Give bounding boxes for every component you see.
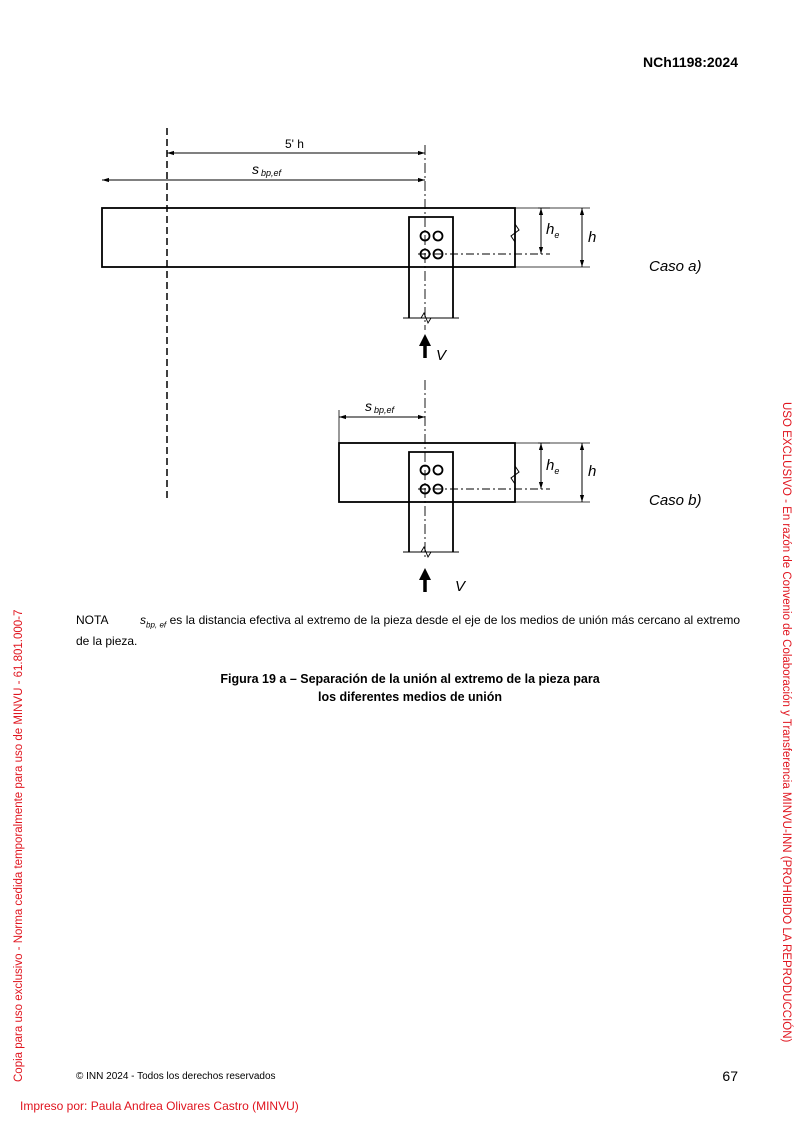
fastener <box>432 248 444 260</box>
figure-note: NOTA sbp, ef es la distancia efectiva al … <box>76 612 740 650</box>
caption-line-1: Figura 19 a – Separación de la unión al … <box>220 672 600 686</box>
caso-b-label: Caso b) <box>649 492 702 509</box>
note-label: NOTA <box>76 613 109 627</box>
fastener <box>432 230 444 242</box>
break-mark-b <box>510 465 520 485</box>
load-arrow-a <box>419 334 431 346</box>
vertical-member-top-a <box>408 216 454 267</box>
page-number: 67 <box>722 1068 738 1084</box>
he-label-a: he <box>546 221 559 240</box>
note-symbol: sbp, ef <box>140 613 167 630</box>
fastener <box>419 230 431 242</box>
break-mark-a <box>510 223 520 243</box>
h-label-a: h <box>588 229 596 246</box>
main-beam-a <box>101 207 516 268</box>
caption-line-2: los diferentes medios de unión <box>317 690 503 704</box>
fastener <box>419 464 431 476</box>
he-label-b: he <box>546 457 559 476</box>
v-label-a: V <box>436 347 448 364</box>
main-beam-b <box>338 442 516 503</box>
v-label-b: V <box>455 578 467 595</box>
dim-5h-label: 5' h <box>285 137 304 151</box>
fastener <box>432 483 444 495</box>
standard-code: NCh1198:2024 <box>643 54 738 70</box>
fastener <box>432 464 444 476</box>
h-label-b: h <box>588 463 596 480</box>
caso-a-label: Caso a) <box>649 258 702 275</box>
watermark-right: USO EXCLUSIVO - En razón de Convenio de … <box>780 402 792 1043</box>
vertical-member-top-b <box>408 451 454 502</box>
printed-by: Impreso por: Paula Andrea Olivares Castr… <box>20 1099 299 1113</box>
load-arrow-b <box>419 568 431 580</box>
figure-caption: Figura 19 a – Separación de la unión al … <box>160 670 660 706</box>
copyright: © INN 2024 - Todos los derechos reservad… <box>76 1071 276 1082</box>
note-text: es la distancia efectiva al extremo de l… <box>76 613 741 649</box>
watermark-left: Copia para uso exclusivo - Norma cedida … <box>13 609 25 1082</box>
